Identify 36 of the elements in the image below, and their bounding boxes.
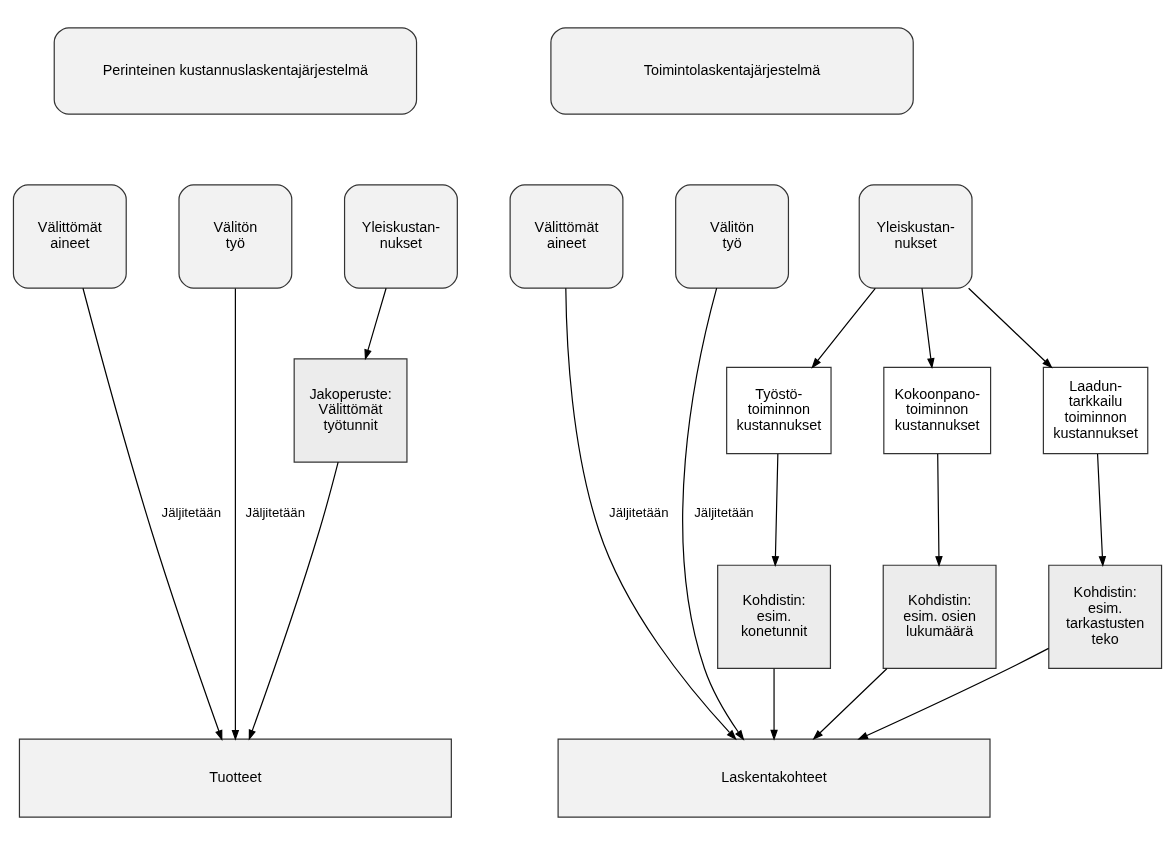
node-box: Välitön työ bbox=[178, 184, 293, 289]
edge-label: Jäljitetään bbox=[609, 505, 669, 521]
node-box: Yleiskustan- nukset bbox=[858, 184, 973, 289]
arrow bbox=[364, 287, 387, 361]
arrow bbox=[857, 647, 1050, 740]
arrow bbox=[682, 287, 745, 741]
node-box: Toimintolaskentajärjestelmä bbox=[550, 27, 914, 115]
edge-label: Jäljitetään bbox=[161, 505, 221, 521]
node-box: Yleiskustan- nukset bbox=[343, 184, 458, 289]
node-box: Jakoperuste: Välittömät työtunnit bbox=[293, 358, 408, 463]
arrow bbox=[921, 287, 935, 370]
arrow bbox=[82, 287, 223, 741]
node-box: Kohdistin: esim. konetunnit bbox=[717, 564, 832, 670]
arrow bbox=[811, 287, 876, 369]
node-box: Välitön työ bbox=[675, 184, 790, 289]
arrow bbox=[248, 461, 339, 741]
arrow bbox=[565, 287, 737, 741]
node-box: Tuotteet bbox=[18, 738, 452, 818]
arrow bbox=[770, 668, 778, 741]
edge-label: Jäljitetään bbox=[694, 505, 754, 521]
node-box: Välittömät aineet bbox=[509, 184, 624, 289]
node-box: Kohdistin: esim. osien lukumäärä bbox=[882, 564, 997, 670]
node-box: Välittömät aineet bbox=[12, 184, 127, 289]
arrow bbox=[968, 287, 1053, 369]
node-box: Kohdistin: esim. tarkastusten teko bbox=[1048, 564, 1163, 670]
arrow bbox=[1096, 453, 1107, 567]
arrow bbox=[935, 453, 943, 567]
node-box: Työstö- toiminnon kustannukset bbox=[726, 366, 832, 455]
arrow bbox=[812, 668, 888, 741]
node-box: Laadun- tarkkailu toiminnon kustannukset bbox=[1042, 366, 1149, 455]
edge-label: Jäljitetään bbox=[245, 505, 305, 521]
node-box: Kokoonpano- toiminnon kustannukset bbox=[883, 366, 992, 455]
node-box: Laskentakohteet bbox=[557, 738, 991, 818]
arrow bbox=[771, 453, 780, 567]
arrow bbox=[231, 287, 240, 741]
node-box: Perinteinen kustannuslaskentajärjestelmä bbox=[53, 27, 418, 115]
